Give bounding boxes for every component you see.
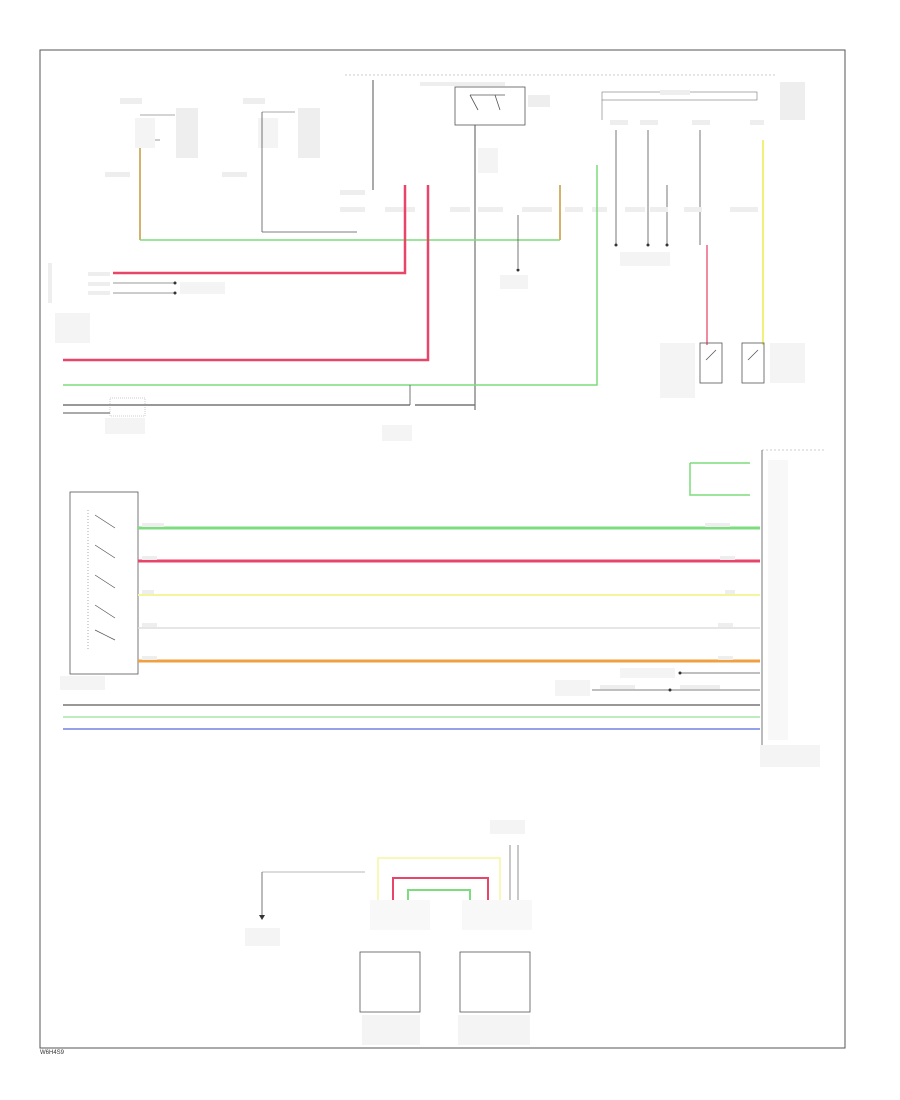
wire-red-1 xyxy=(113,185,407,275)
bottom-sensor-box-left xyxy=(359,951,421,1045)
diagram-border xyxy=(39,49,846,1049)
bottom-sensor-box-right xyxy=(458,951,531,1045)
main-wire-label-blocks xyxy=(142,523,735,660)
diagram-code: W6H4S9 xyxy=(40,1050,65,1056)
left-connector-labels xyxy=(48,263,225,343)
wire-red-2 xyxy=(63,185,430,362)
connector-row-top xyxy=(340,190,758,212)
relay-box xyxy=(420,82,550,126)
bottom-sensor-wiring xyxy=(245,820,532,946)
wire-green-mid xyxy=(63,165,598,386)
lower-right-connections xyxy=(555,668,760,696)
switch-block-2 xyxy=(222,98,357,233)
switch-box-right-2 xyxy=(741,342,805,384)
switch-block-1 xyxy=(105,98,198,177)
sensor-connector-top-right xyxy=(601,82,805,266)
switch-box-right-1 xyxy=(660,342,723,398)
gray-wires-mid xyxy=(63,215,528,441)
module-connector-right xyxy=(689,449,825,767)
seat-switch-box xyxy=(60,491,139,690)
